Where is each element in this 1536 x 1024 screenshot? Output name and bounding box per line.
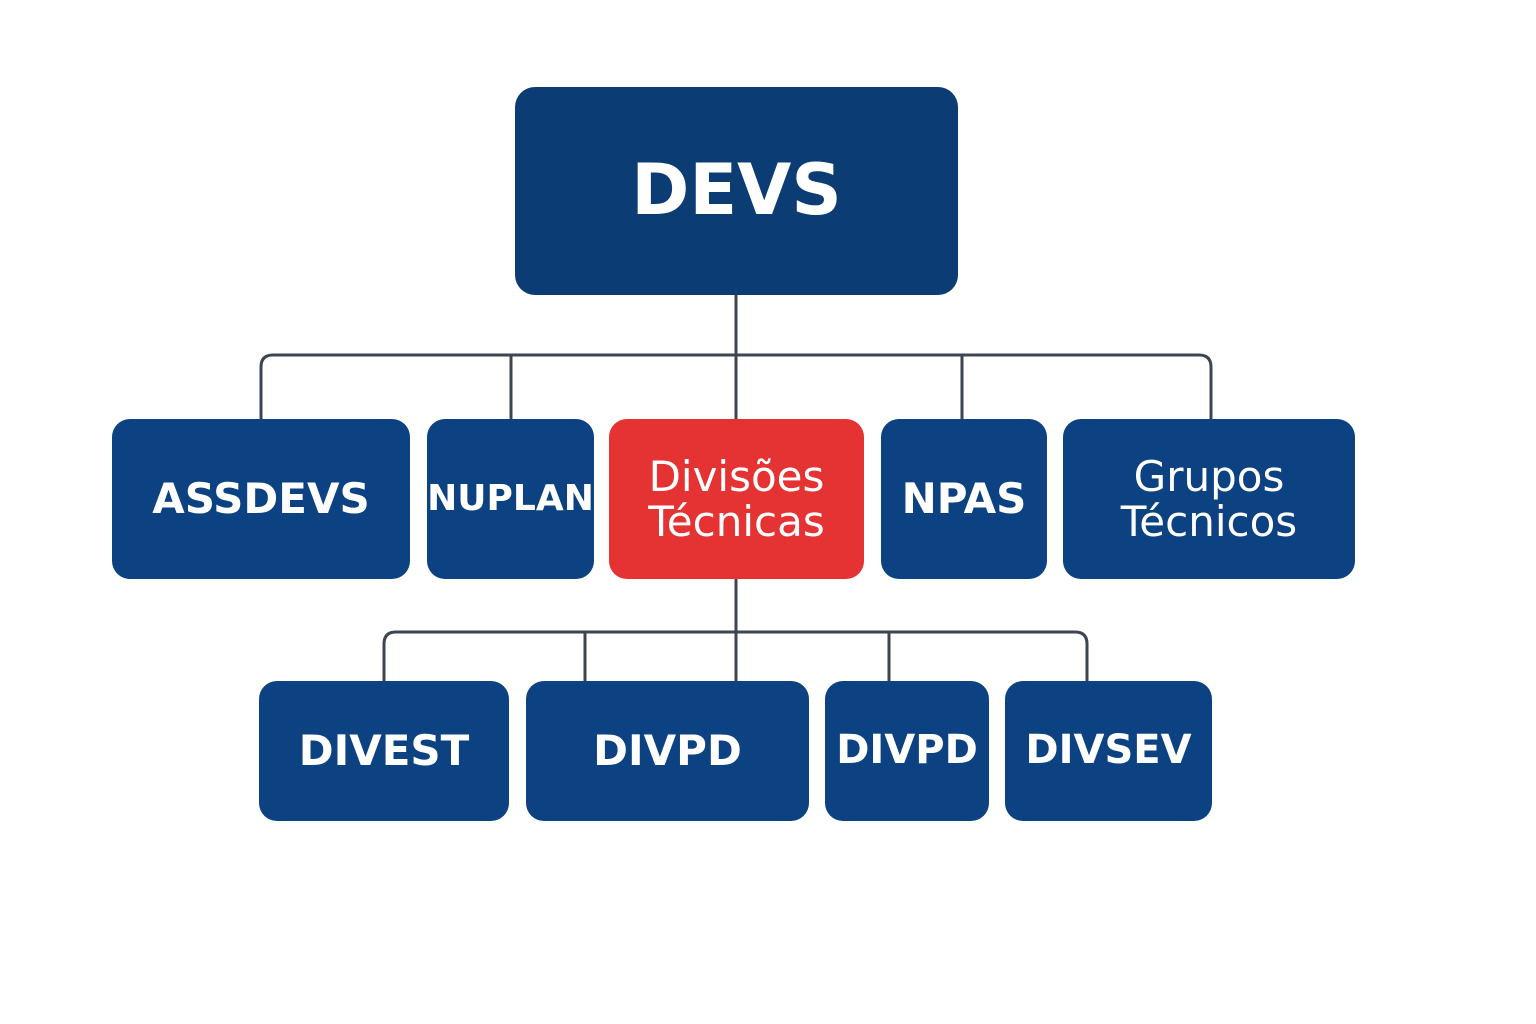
node-assdevs: ASSDEVS — [112, 419, 410, 579]
node-divsev-label: DIVSEV — [1025, 727, 1192, 774]
node-divest: DIVEST — [259, 681, 509, 821]
node-assdevs-label: ASSDEVS — [152, 474, 370, 524]
node-divisoes-tecnicas: Divisões Técnicas — [609, 419, 864, 579]
node-divest-label: DIVEST — [298, 726, 470, 776]
node-nuplan-label: NUPLAN — [427, 477, 594, 519]
node-divpd-1-label: DIVPD — [593, 726, 742, 776]
node-nuplan: NUPLAN — [427, 419, 594, 579]
node-divpd-1: DIVPD — [526, 681, 809, 821]
node-divisoes-tecnicas-label: Divisões Técnicas — [648, 451, 825, 546]
node-divpd-2: DIVPD — [825, 681, 989, 821]
node-divpd-2-label: DIVPD — [836, 727, 978, 774]
node-grupos-tecnicos: Grupos Técnicos — [1063, 419, 1355, 579]
connector-level2-bus — [382, 630, 1089, 683]
node-devs: DEVS — [515, 87, 958, 295]
node-devs-label: DEVS — [631, 149, 842, 232]
node-npas-label: NPAS — [901, 474, 1027, 524]
node-divsev: DIVSEV — [1005, 681, 1212, 821]
node-grupos-tecnicos-label: Grupos Técnicos — [1120, 451, 1298, 546]
connector-level1-bus — [259, 353, 1213, 421]
node-npas: NPAS — [881, 419, 1047, 579]
